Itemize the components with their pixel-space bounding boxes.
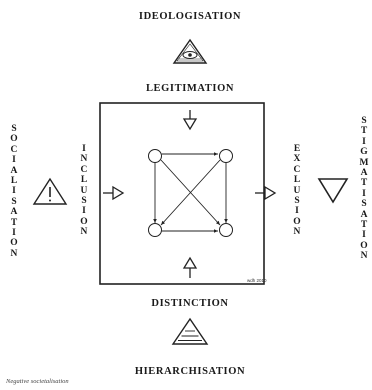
label-ideologisation: IDEOLOGISATION xyxy=(138,11,242,22)
node-top-right xyxy=(219,149,233,163)
eye-triangle-icon xyxy=(172,38,208,64)
network-graph xyxy=(148,149,233,237)
caption: Negative societalisation xyxy=(6,378,69,385)
edge-diagonal-2 xyxy=(160,155,225,226)
legitimation-arrow xyxy=(182,110,198,131)
inclusion-arrow xyxy=(103,185,125,201)
node-top-left xyxy=(148,149,162,163)
node-bottom-left xyxy=(148,223,162,237)
signature: wdh 2010 xyxy=(247,278,267,283)
central-square xyxy=(99,102,265,285)
exclamation-triangle-icon xyxy=(32,177,68,205)
node-bottom-right xyxy=(219,223,233,237)
striped-triangle-icon xyxy=(171,317,209,345)
down-triangle-icon xyxy=(317,178,349,204)
distinction-arrow xyxy=(182,256,198,278)
exclusion-arrow xyxy=(255,185,277,201)
label-legitimation: LEGITIMATION xyxy=(145,83,235,94)
label-distinction: DISTINCTION xyxy=(151,298,229,309)
label-hierarchisation: HIERARCHISATION xyxy=(134,366,246,377)
